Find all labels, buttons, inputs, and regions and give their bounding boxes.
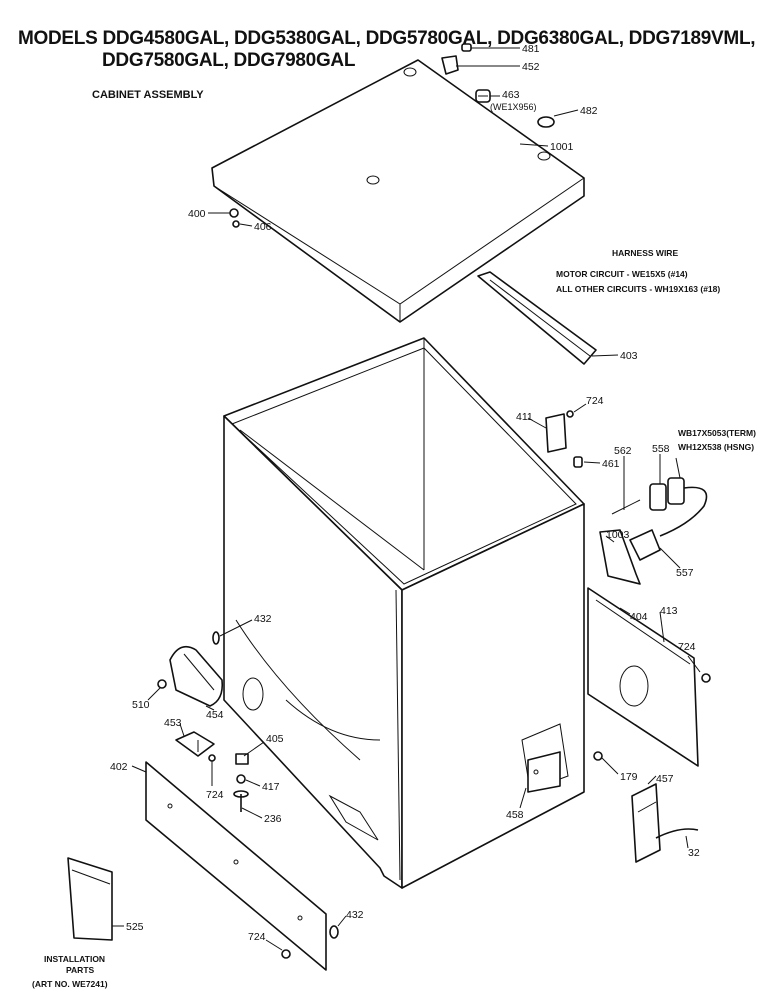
label-724-a: 724 xyxy=(586,395,604,407)
harness-motor-circuit: MOTOR CIRCUIT - WE15X5 (#14) xyxy=(556,269,688,279)
label-hsng: WH12X538 (HSNG) xyxy=(678,442,754,452)
part-562-terminal xyxy=(611,499,641,515)
part-452-bracket xyxy=(441,55,459,75)
part-724-screw-b xyxy=(701,673,711,683)
label-406: 406 xyxy=(254,221,272,233)
label-402: 402 xyxy=(110,761,128,773)
part-432-grommet-b xyxy=(329,925,339,939)
part-482-plug xyxy=(537,116,555,128)
label-453: 453 xyxy=(164,717,182,729)
label-236: 236 xyxy=(264,813,282,825)
part-557-wire xyxy=(629,486,708,561)
part-724-screw-c xyxy=(208,754,216,768)
installation-line1: INSTALLATION xyxy=(44,954,105,964)
cabinet-body xyxy=(223,337,585,889)
models-title-line2: DDG7580GAL, DDG7980GAL xyxy=(102,50,356,71)
part-510-screw xyxy=(157,679,167,689)
label-481: 481 xyxy=(522,43,540,55)
part-413-back-panel xyxy=(587,587,699,767)
part-405-bracket xyxy=(235,753,249,765)
harness-wire-title: HARNESS WIRE xyxy=(612,248,678,258)
label-463-note: (WE1X956) xyxy=(490,102,537,112)
part-1003-bracket xyxy=(599,529,641,585)
label-179: 179 xyxy=(620,771,638,783)
label-558: 558 xyxy=(652,443,670,455)
label-557: 557 xyxy=(676,567,694,579)
label-463: 463 xyxy=(502,89,520,101)
label-458: 458 xyxy=(506,809,524,821)
label-432-a: 432 xyxy=(254,613,272,625)
part-411-cover-plate xyxy=(545,413,567,453)
label-525: 525 xyxy=(126,921,144,933)
label-461: 461 xyxy=(602,458,620,470)
top-panel-1001 xyxy=(211,59,585,323)
part-457-terminal-block xyxy=(631,783,661,863)
label-403: 403 xyxy=(620,350,638,362)
part-417-nut xyxy=(236,774,246,784)
label-32: 32 xyxy=(688,847,700,859)
part-179-screw xyxy=(593,751,603,761)
installation-line2: PARTS xyxy=(66,965,95,975)
part-453-bracket xyxy=(175,731,215,757)
label-417: 417 xyxy=(262,781,280,793)
models-title-line1: MODELS DDG4580GAL, DDG5380GAL, DDG5780GA… xyxy=(18,28,755,49)
part-724-screw-d xyxy=(281,949,291,959)
part-463-grommet xyxy=(475,89,491,103)
label-454: 454 xyxy=(206,709,224,721)
label-457: 457 xyxy=(656,773,674,785)
label-term: WB17X5053(TERM) xyxy=(678,428,756,438)
label-482: 482 xyxy=(580,105,598,117)
label-405: 405 xyxy=(266,733,284,745)
label-724-c: 724 xyxy=(206,789,224,801)
part-432-grommet-a xyxy=(212,631,220,645)
label-404: 404 xyxy=(630,611,648,623)
part-724-screw-a xyxy=(566,410,574,418)
label-724-d: 724 xyxy=(248,931,266,943)
part-461-clip xyxy=(573,456,583,468)
part-558-housing xyxy=(649,477,685,511)
leader-lines xyxy=(112,47,701,951)
part-525-installation-bag xyxy=(67,857,113,941)
label-1003: 1003 xyxy=(606,529,630,541)
label-562: 562 xyxy=(614,445,632,457)
label-400: 400 xyxy=(188,208,206,220)
part-400-screw xyxy=(229,208,239,218)
installation-line3: (ART NO. WE7241) xyxy=(32,979,108,989)
part-454-cover xyxy=(169,645,224,707)
label-411: 411 xyxy=(516,411,533,423)
cabinet-assembly-subtitle: CABINET ASSEMBLY xyxy=(92,89,204,101)
part-236-leg xyxy=(233,790,249,812)
part-481-clip xyxy=(461,43,472,52)
label-452: 452 xyxy=(522,61,540,73)
part-403-harness xyxy=(477,271,597,365)
part-406-washer xyxy=(232,220,240,228)
label-724-b: 724 xyxy=(678,641,696,653)
part-402-toe-panel xyxy=(145,761,327,971)
label-413: 413 xyxy=(660,605,678,617)
label-432-b: 432 xyxy=(346,909,364,921)
harness-other-circuits: ALL OTHER CIRCUITS - WH19X163 (#18) xyxy=(556,284,720,294)
label-1001: 1001 xyxy=(550,141,574,153)
label-510: 510 xyxy=(132,699,150,711)
part-458-bracket xyxy=(527,751,561,793)
part-32-cord xyxy=(655,828,699,839)
